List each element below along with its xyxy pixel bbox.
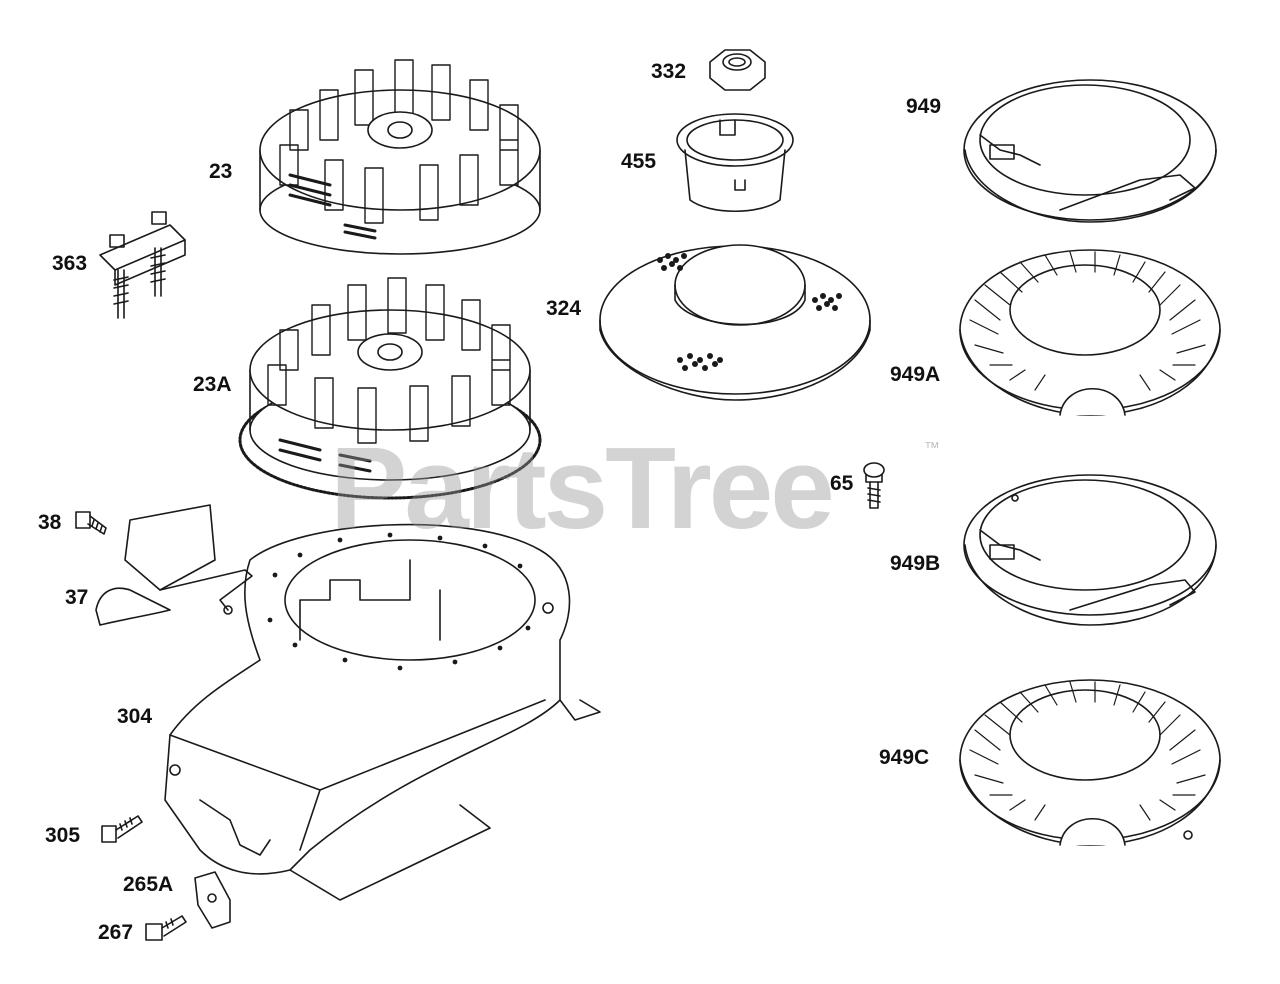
label-363[interactable]: 363 xyxy=(52,252,88,275)
cup-455 xyxy=(677,114,793,211)
label-65[interactable]: 65 xyxy=(830,472,854,495)
bracket-363 xyxy=(100,212,185,318)
screw-65 xyxy=(864,463,884,508)
cover-949B xyxy=(964,475,1216,625)
label-23A[interactable]: 23A xyxy=(193,373,232,396)
screw-267 xyxy=(146,916,186,940)
label-949A[interactable]: 949A xyxy=(890,363,941,386)
label-332[interactable]: 332 xyxy=(651,60,687,83)
label-455[interactable]: 455 xyxy=(621,150,657,173)
label-949C[interactable]: 949C xyxy=(879,746,930,769)
label-267[interactable]: 267 xyxy=(98,921,134,944)
label-23[interactable]: 23 xyxy=(209,160,233,183)
blower-housing-304 xyxy=(165,525,600,900)
screen-324 xyxy=(600,245,870,400)
cover-949C xyxy=(960,680,1220,845)
nut-332 xyxy=(710,50,765,90)
label-305[interactable]: 305 xyxy=(45,824,81,847)
cover-949 xyxy=(964,80,1216,222)
label-38[interactable]: 38 xyxy=(38,511,62,534)
flywheel-23 xyxy=(260,60,540,254)
label-265A[interactable]: 265A xyxy=(123,873,174,896)
label-324[interactable]: 324 xyxy=(546,297,582,320)
label-949B[interactable]: 949B xyxy=(890,552,941,575)
flywheel-23A xyxy=(240,278,540,498)
label-37[interactable]: 37 xyxy=(65,586,89,609)
label-304[interactable]: 304 xyxy=(117,705,153,728)
watermark-trademark: ™ xyxy=(924,440,940,457)
deflector-37 xyxy=(96,505,252,625)
cover-949A xyxy=(960,250,1220,415)
clip-265A xyxy=(195,872,230,928)
bolt-38 xyxy=(76,512,106,534)
label-949[interactable]: 949 xyxy=(906,95,942,118)
screw-305 xyxy=(102,816,142,842)
